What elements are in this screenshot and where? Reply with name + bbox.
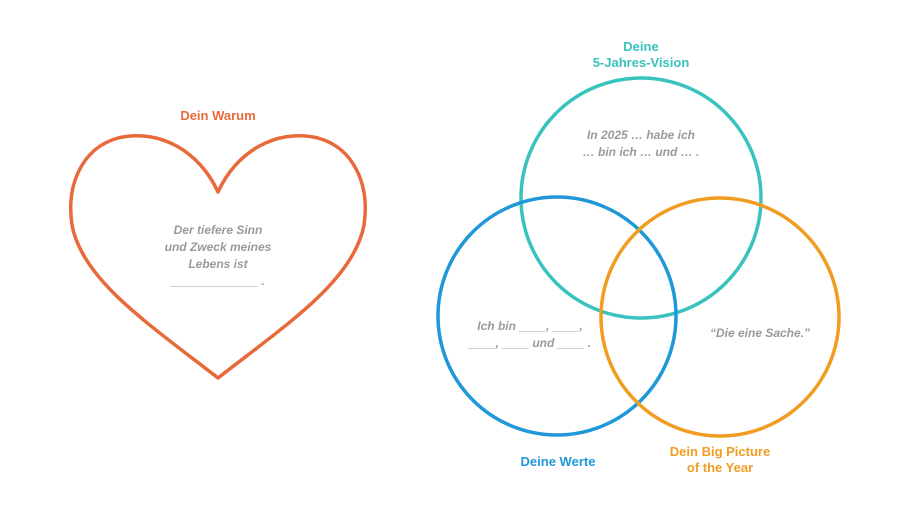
values-text: Ich bin ____, ____, ____, ____ und ____ … [455, 318, 605, 352]
vision-text-line-1: In 2025 … habe ich [586, 128, 696, 142]
heart-shape [69, 134, 367, 380]
bigpicture-title-line-2: of the Year [686, 460, 754, 475]
heart-text: Der tiefere Sinn und Zweck meines Lebens… [148, 222, 288, 290]
heart-text-line-1: Der tiefere Sinn [173, 223, 263, 237]
heart-text-line-4: _____________ . [171, 274, 265, 288]
bigpicture-title-line-1: Dein Big Picture [669, 444, 771, 459]
vision-title: Deine 5-Jahres-Vision [571, 39, 711, 71]
values-text-line-2: ____, ____ und ____ . [468, 336, 592, 350]
vision-title-line-1: Deine [623, 39, 659, 54]
values-circle [436, 195, 678, 437]
values-title: Deine Werte [520, 454, 596, 469]
vision-circle [519, 76, 763, 320]
heart-title: Dein Warum [180, 108, 256, 123]
vision-title-line-2: 5-Jahres-Vision [592, 55, 690, 70]
bigpicture-text: “Die eine Sache.” [709, 326, 811, 340]
values-text-line-1: Ich bin ____, ____, [477, 319, 583, 333]
vision-text-line-2: … bin ich … und … . [582, 145, 700, 159]
bigpicture-circle [599, 196, 841, 438]
bigpicture-title: Dein Big Picture of the Year [650, 444, 790, 476]
heart-text-line-3: Lebens ist [188, 257, 248, 271]
vision-text: In 2025 … habe ich … bin ich … und … . [566, 127, 716, 161]
heart-text-line-2: und Zweck meines [164, 240, 272, 254]
